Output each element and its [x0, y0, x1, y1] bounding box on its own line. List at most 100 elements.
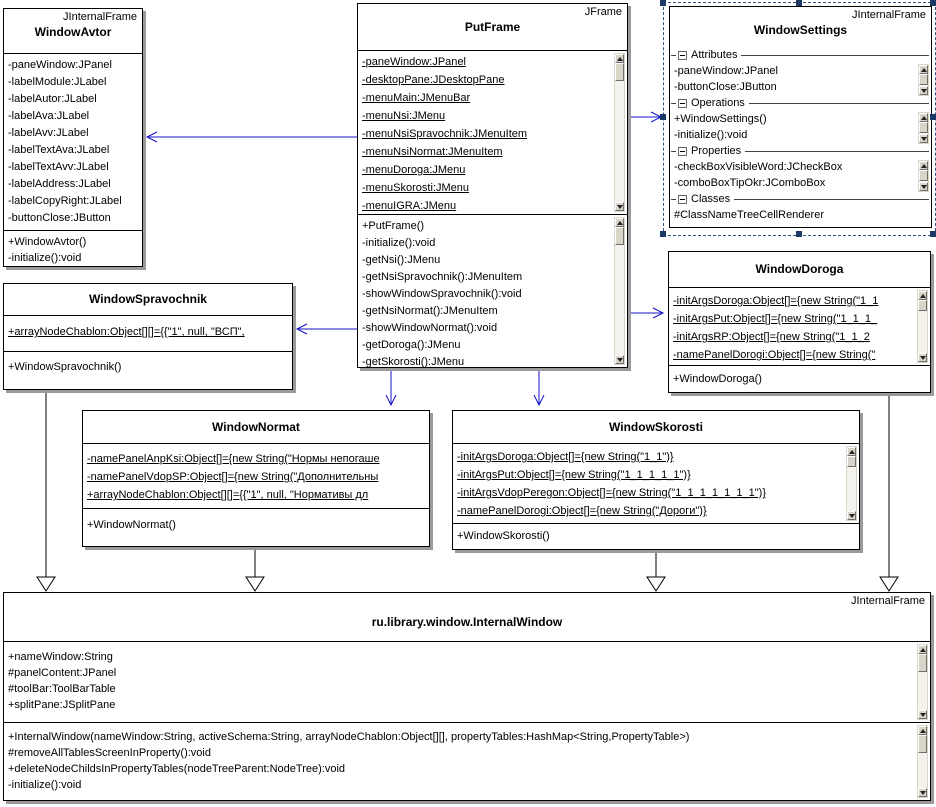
class-window-settings[interactable]: JInternalFrame WindowSettings Attributes… [669, 6, 932, 228]
scroll-down-button[interactable] [918, 353, 927, 362]
scroll-thumb[interactable] [919, 170, 928, 181]
generalization-windowspravochnik-internalwindow[interactable] [36, 393, 56, 592]
attribute-row[interactable]: #toolBar:ToolBarTable [8, 683, 116, 695]
attribute-row[interactable]: -namePanelAnpKsi:Object[]={new String("Н… [87, 453, 380, 465]
scroll-down-button[interactable] [847, 511, 856, 520]
class-window-spravochnik[interactable]: WindowSpravochnik +arrayNodeChablon:Obje… [3, 283, 293, 390]
link-putframe-to-windowdoroga[interactable] [631, 307, 665, 319]
attribute-row[interactable]: -namePanelDorogi:Object[]={new String("Д… [457, 505, 707, 517]
attribute-row[interactable]: -initArgsDoroga:Object[]={new String("1_… [673, 295, 879, 307]
scrollbar[interactable] [614, 53, 625, 212]
scrollbar[interactable] [917, 290, 928, 363]
attribute-row[interactable]: -labelModule:JLabel [8, 76, 107, 88]
selection-handle[interactable] [930, 231, 936, 237]
method-row[interactable]: -showWindowNormat():void [362, 322, 498, 334]
attribute-row[interactable]: -checkBoxVisibleWord:JCheckBox [674, 161, 843, 173]
attribute-row[interactable]: +nameWindow:String [8, 651, 113, 663]
attribute-row[interactable]: -menuMain:JMenuBar [362, 92, 471, 104]
scrollbar[interactable] [918, 64, 929, 96]
attribute-row[interactable]: +splitPane:JSplitPane [8, 699, 116, 711]
attribute-row[interactable]: -initArgsDoroga:Object[]={new String("1_… [457, 451, 674, 463]
collapse-icon[interactable] [678, 98, 687, 108]
scroll-track[interactable] [847, 467, 856, 511]
link-putframe-to-windownormat[interactable] [385, 371, 397, 407]
attribute-row[interactable]: -labelAutor:JLabel [8, 93, 97, 105]
attribute-row[interactable]: -labelAvv:JLabel [8, 127, 89, 139]
selection-handle[interactable] [660, 231, 666, 237]
scrollbar[interactable] [846, 446, 857, 521]
scroll-thumb[interactable] [919, 122, 928, 133]
method-row[interactable]: +deleteNodeChildsInPropertyTables(nodeTr… [8, 763, 346, 775]
method-row[interactable]: -getNsi():JMenu [362, 254, 441, 266]
method-row[interactable]: -initialize():void [8, 252, 82, 264]
class-internal-window[interactable]: JInternalFrame ru.library.window.Interna… [3, 592, 931, 801]
method-row[interactable]: +InternalWindow(nameWindow:String, activ… [8, 731, 690, 743]
method-row[interactable]: -getNsiSpravochnik():JMenuItem [362, 271, 523, 283]
class-member-row[interactable]: #ClassNameTreeCellRenderer [674, 209, 824, 221]
method-row[interactable]: +PutFrame() [362, 220, 425, 232]
scroll-thumb[interactable] [615, 63, 624, 81]
scroll-thumb[interactable] [615, 227, 624, 245]
scroll-up-button[interactable] [615, 54, 624, 63]
scroll-up-button[interactable] [918, 291, 927, 300]
attribute-row[interactable]: #panelContent:JPanel [8, 667, 117, 679]
attribute-row[interactable]: -menuIGRA:JMenu [362, 200, 457, 212]
method-row[interactable]: +WindowAvtor() [8, 236, 87, 248]
attribute-row[interactable]: -labelTextAvv:JLabel [8, 161, 109, 173]
scroll-track[interactable] [918, 311, 927, 353]
generalization-windownormat-internalwindow[interactable] [245, 550, 265, 592]
attribute-row[interactable]: -labelAddress:JLabel [8, 178, 111, 190]
scroll-track[interactable] [918, 672, 927, 710]
attribute-row[interactable]: -labelAva:JLabel [8, 110, 90, 122]
scroll-up-button[interactable] [919, 65, 928, 74]
scroll-down-button[interactable] [918, 710, 927, 719]
attribute-row[interactable]: -initArgsPut:Object[]={new String("1_1_1… [673, 313, 878, 325]
method-row[interactable]: +WindowNormat() [87, 519, 176, 531]
scroll-up-button[interactable] [918, 726, 927, 735]
class-window-skorosti[interactable]: WindowSkorosti -initArgsDoroga:Object[]=… [452, 410, 860, 550]
collapse-icon[interactable] [678, 146, 687, 156]
collapse-icon[interactable] [678, 50, 687, 60]
attribute-row[interactable]: -paneWindow:JPanel [8, 59, 112, 71]
generalization-windowskorosti-internalwindow[interactable] [646, 553, 666, 592]
class-put-frame[interactable]: JFrame PutFrame -paneWindow:JPanel -desk… [357, 3, 628, 368]
attribute-row[interactable]: -buttonClose:JButton [674, 81, 777, 93]
scroll-thumb[interactable] [847, 456, 856, 467]
attribute-row[interactable]: -labelTextAva:JLabel [8, 144, 110, 156]
method-row[interactable]: -initialize():void [362, 237, 436, 249]
link-putframe-to-windowsettings[interactable] [631, 111, 663, 123]
scroll-up-button[interactable] [615, 218, 624, 227]
scrollbar[interactable] [917, 725, 928, 798]
link-putframe-to-windowavtor[interactable] [145, 131, 357, 143]
scroll-track[interactable] [615, 81, 624, 202]
method-row[interactable]: -showWindowSpravochnik():void [362, 288, 522, 300]
method-row[interactable]: -getSkorosti():JMenu [362, 356, 465, 367]
method-row[interactable]: +WindowDoroga() [673, 373, 762, 385]
scroll-track[interactable] [615, 245, 624, 355]
method-row[interactable]: +WindowSkorosti() [457, 530, 550, 542]
scroll-up-button[interactable] [918, 645, 927, 654]
class-window-normat[interactable]: WindowNormat -namePanelAnpKsi:Object[]={… [82, 410, 430, 547]
class-window-avtor[interactable]: JInternalFrame WindowAvtor -paneWindow:J… [3, 8, 143, 267]
attribute-row[interactable]: -menuNsi:JMenu [362, 110, 446, 122]
scroll-track[interactable] [918, 753, 927, 788]
scroll-thumb[interactable] [918, 300, 927, 311]
attribute-row[interactable]: +arrayNodeChablon:Object[][]={{"1", null… [8, 326, 245, 338]
selection-handle[interactable] [930, 0, 936, 6]
scroll-thumb[interactable] [919, 74, 928, 85]
attribute-row[interactable]: -namePanelDorogi:Object[]={new String(" [673, 349, 876, 361]
selection-handle[interactable] [796, 231, 802, 237]
collapse-icon[interactable] [678, 194, 687, 204]
selection-handle[interactable] [796, 0, 802, 6]
attribute-row[interactable]: -menuNsiSpravochnik:JMenuItem [362, 128, 528, 140]
scroll-down-button[interactable] [919, 86, 928, 95]
scrollbar[interactable] [918, 112, 929, 144]
scrollbar[interactable] [917, 644, 928, 720]
scrollbar[interactable] [614, 217, 625, 365]
scroll-down-button[interactable] [919, 134, 928, 143]
scroll-down-button[interactable] [918, 788, 927, 797]
scroll-down-button[interactable] [919, 182, 928, 191]
link-putframe-to-windowskorosti[interactable] [533, 371, 545, 407]
method-row[interactable]: +WindowSettings() [674, 113, 767, 125]
